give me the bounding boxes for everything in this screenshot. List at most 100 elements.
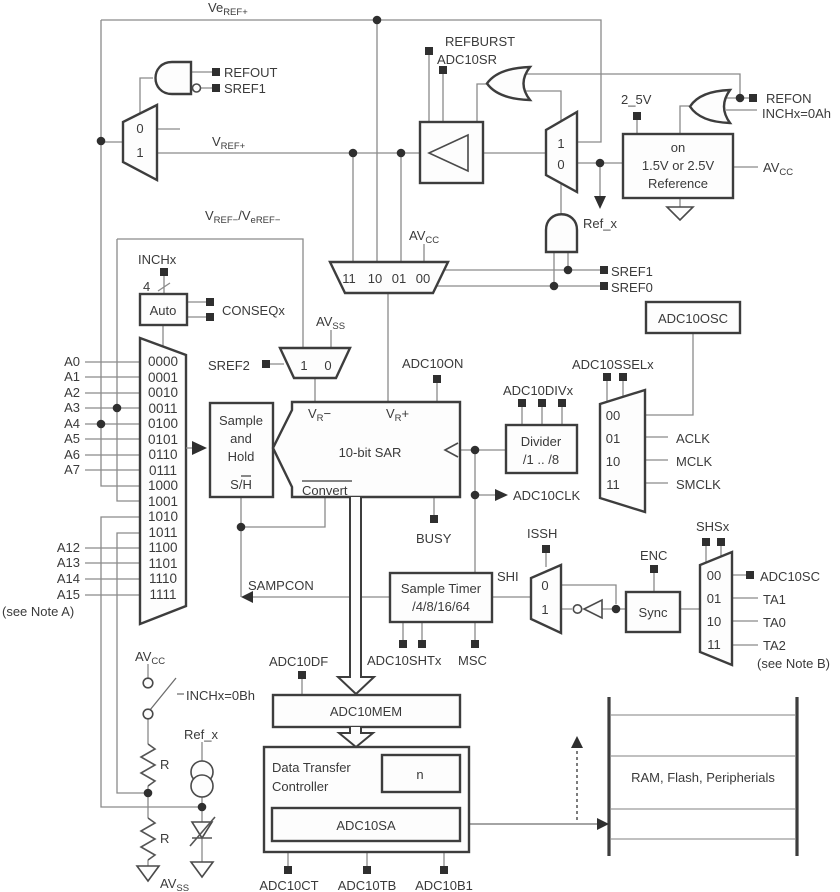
- sh-signal: S/H: [230, 477, 252, 492]
- vrmux-code-01: 01: [392, 271, 406, 286]
- svg-text:A15: A15: [57, 587, 80, 602]
- adc10mem-label: ADC10MEM: [330, 704, 402, 719]
- vrmux-code-11: 11: [342, 271, 356, 286]
- svg-text:0010: 0010: [148, 385, 178, 400]
- shsmux-11: 11: [707, 637, 721, 652]
- inverter-icon: [582, 598, 603, 620]
- data-path-arrows: [335, 497, 377, 749]
- ref-x-top-label: Ref_x: [583, 216, 617, 231]
- ta1-label: TA1: [763, 592, 786, 607]
- ground-icon: [665, 206, 695, 222]
- adc10osc-label: ADC10OSC: [658, 311, 728, 326]
- adc10df-label: ADC10DF: [269, 654, 328, 669]
- mux1-1: 1: [136, 145, 143, 160]
- divider-line2: /1 .. /8: [523, 452, 559, 467]
- sref1-gate-label: SREF1: [224, 81, 266, 96]
- divider-line1: Divider: [521, 434, 562, 449]
- clkmux-01: 01: [606, 431, 620, 446]
- adc10b1-label: ADC10B1: [415, 878, 473, 892]
- avcc-ref-label: AVCC: [763, 160, 793, 178]
- or-gate-icon: [688, 88, 733, 125]
- adc10sc-label: ADC10SC: [760, 569, 820, 584]
- channel-labels: A0 A1 A2 A3 A4 A5 A6 A7 A12 A13 A14 A15 …: [2, 354, 80, 619]
- enc-label: ENC: [640, 548, 667, 563]
- svg-text:A7: A7: [64, 462, 80, 477]
- clock-select-mux: [598, 388, 647, 514]
- invert-bubble-icon: [572, 603, 583, 614]
- svg-text:0110: 0110: [148, 447, 177, 462]
- buffer-amp-icon: [427, 133, 469, 173]
- memory-bus: [571, 697, 799, 856]
- svg-text:A1: A1: [64, 369, 80, 384]
- sref0-label: SREF0: [611, 280, 653, 295]
- convert-label: Convert: [302, 483, 348, 498]
- adc10tb-label: ADC10TB: [338, 878, 397, 892]
- svg-text:0001: 0001: [148, 370, 178, 385]
- sar-clock-input-icon: [443, 442, 459, 458]
- svg-text:1110: 1110: [149, 571, 177, 586]
- vrmux-code-00: 00: [416, 271, 430, 286]
- reference-generator-box: [621, 132, 735, 200]
- sample-and-hold-box: [208, 401, 275, 499]
- vref-minus-label: VREF−/VeREF−: [205, 208, 281, 226]
- sar-name: 10-bit SAR: [339, 445, 402, 460]
- r-bottom-label: R: [160, 831, 169, 846]
- svg-text:A5: A5: [64, 431, 80, 446]
- svg-text:1011: 1011: [148, 525, 177, 540]
- svg-text:A4: A4: [64, 416, 80, 431]
- shs-select-mux: [698, 550, 734, 667]
- sh-line2: and: [230, 431, 252, 446]
- auto-label: Auto: [150, 303, 177, 318]
- resistor-icon: [139, 817, 157, 861]
- dtc-line2: Controller: [272, 779, 329, 794]
- clkmux-00: 00: [606, 408, 620, 423]
- aclk-label: ACLK: [676, 431, 710, 446]
- issh-label: ISSH: [527, 526, 557, 541]
- sync-box: [624, 590, 682, 634]
- vr-plus-label: VR+: [386, 406, 409, 424]
- veref-plus-label: VeREF+: [208, 0, 248, 18]
- dtc-line1: Data Transfer: [272, 760, 351, 775]
- 2-5v-label: 2_5V: [621, 92, 652, 107]
- avcc-bottom-label: AVCC: [135, 649, 165, 667]
- shsmux-00: 00: [707, 568, 721, 583]
- adc10mem-box: [271, 693, 462, 729]
- sh-line3: Hold: [228, 449, 255, 464]
- isshmux-0: 0: [541, 578, 548, 593]
- inchx-0ah-label: INCHx=0Ah: [762, 106, 831, 121]
- ref-x-bottom-label: Ref_x: [184, 727, 218, 742]
- adc10sa-box: [270, 806, 462, 843]
- refburst-label: REFBURST: [445, 34, 515, 49]
- avss-mux-label: AVSS: [316, 314, 345, 332]
- refon-label: REFON: [766, 91, 812, 106]
- smclk-label: SMCLK: [676, 477, 721, 492]
- sample-timer-box: [388, 571, 494, 624]
- inchx-label: INCHx: [138, 252, 177, 267]
- mux1-0: 0: [136, 121, 143, 136]
- junction-dots: [96, 15, 745, 812]
- ram-label: RAM, Flash, Peripherials: [631, 770, 775, 785]
- svg-text:0111: 0111: [149, 463, 177, 478]
- right-arrow-icon: [192, 441, 207, 455]
- channel-codes: 0000 0001 0010 0011 0100 0101 0110 0111 …: [148, 354, 178, 602]
- refout-label: REFOUT: [224, 65, 278, 80]
- sync-label: Sync: [639, 605, 668, 620]
- ref-box-line1: on: [671, 140, 685, 155]
- mclk-label: MCLK: [676, 454, 712, 469]
- svg-text:0000: 0000: [148, 354, 178, 369]
- current-source-icon: [190, 774, 214, 798]
- shsmux-01: 01: [707, 591, 721, 606]
- right-arrow-icon: [597, 818, 609, 830]
- svg-text:A3: A3: [64, 400, 80, 415]
- mux2-0: 0: [557, 157, 564, 172]
- sref2-label: SREF2: [208, 358, 250, 373]
- ground-icon: [189, 861, 215, 879]
- ref-box-line2: 1.5V or 2.5V: [642, 158, 715, 173]
- adc10sr-label: ADC10SR: [437, 52, 497, 67]
- mux2-1: 1: [557, 136, 564, 151]
- adc10ct-label: ADC10CT: [259, 878, 318, 892]
- adc10sa-label: ADC10SA: [336, 818, 396, 833]
- svg-text:0011: 0011: [148, 401, 177, 416]
- analog-input-network: [135, 677, 216, 883]
